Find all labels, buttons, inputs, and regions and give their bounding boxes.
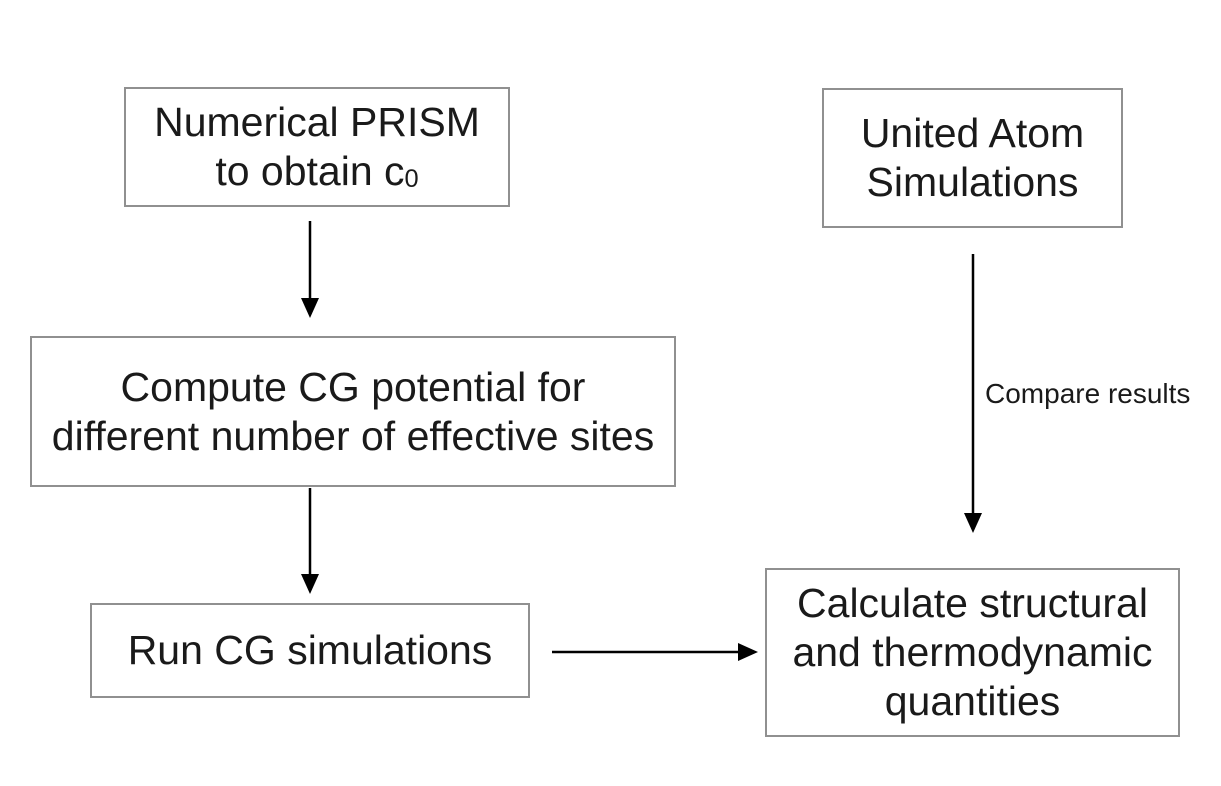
box-label: United Atom Simulations <box>824 109 1121 207</box>
box-label: Run CG simulations <box>92 626 528 675</box>
arrow-down-icon <box>301 298 319 318</box>
box-line: Compute CG potential for <box>120 363 586 410</box>
arrow-prism-to-compute <box>301 221 319 318</box>
flowchart-box-numerical-prism: Numerical PRISM to obtain c0 <box>124 87 510 207</box>
box-label: Calculate structural and thermodynamic q… <box>767 579 1178 726</box>
box-line: United Atom <box>860 110 1085 156</box>
subscript-zero: 0 <box>404 165 419 194</box>
box-line: Run CG simulations <box>127 627 493 673</box>
box-label: Numerical PRISM to obtain c0 <box>126 98 508 196</box>
arrow-right-icon <box>738 643 758 661</box>
box-line: quantities <box>884 678 1061 724</box>
box-line: to obtain c0 <box>126 147 508 196</box>
arrow-united-to-calculate <box>964 254 982 533</box>
arrow-down-icon <box>301 574 319 594</box>
box-line: Simulations <box>866 159 1079 205</box>
edge-label-compare-results: Compare results <box>985 378 1191 409</box>
box-line-text: to obtain c <box>215 148 405 194</box>
arrow-down-icon <box>964 513 982 533</box>
box-line: Numerical PRISM <box>154 99 480 145</box>
box-line: different number of effective sites <box>51 412 655 459</box>
box-line: Calculate structural <box>797 580 1148 626</box>
flowchart-box-run-cg-simulations: Run CG simulations <box>90 603 530 698</box>
box-label: Compute CG potential for different numbe… <box>32 363 674 461</box>
arrow-compute-to-runcg <box>301 488 319 594</box>
flowchart-box-compute-cg-potential: Compute CG potential for different numbe… <box>30 336 676 487</box>
box-line: and thermodynamic <box>792 629 1153 675</box>
arrow-runcg-to-calculate <box>552 643 758 661</box>
flowchart-box-united-atom-simulations: United Atom Simulations <box>822 88 1123 228</box>
flowchart-box-calculate-quantities: Calculate structural and thermodynamic q… <box>765 568 1180 737</box>
